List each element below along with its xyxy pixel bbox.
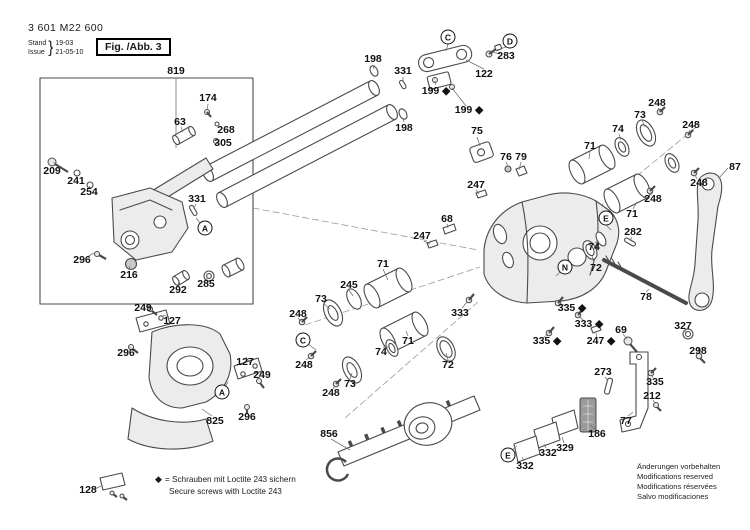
screw-333a [465, 293, 475, 304]
pin-273 [603, 377, 614, 395]
wedge-332b [513, 435, 541, 463]
washer-216 [124, 257, 138, 271]
loctite-legend: ◆= Schrauben mit Loctite 243 sichern Sec… [155, 473, 296, 498]
note-line-es: Salvo modificaciones [637, 491, 709, 501]
screw-248c [332, 378, 342, 388]
ring-285 [203, 270, 215, 282]
roller-set-center [298, 267, 456, 388]
leader-lines [53, 43, 729, 490]
issue-value: 21-05-10 [55, 49, 84, 57]
roller-set-right [568, 106, 700, 260]
clamp-ring [325, 457, 350, 482]
stand-value: 19-03 [55, 39, 74, 47]
pivot-bracket-assembly [47, 78, 245, 287]
pin-268 [214, 121, 220, 127]
guide-rail-tubes [202, 65, 408, 208]
washer-74a [385, 339, 399, 357]
legend-line2: Secure screws with Loctite 243 [169, 487, 282, 497]
plate-127b [233, 357, 263, 380]
clip-247b [426, 239, 439, 249]
washer-254 [86, 181, 94, 189]
screw-248f [690, 167, 700, 177]
clip-247a [475, 189, 488, 199]
note-line-de: Änderungen vorbehalten [637, 462, 721, 471]
plate-186 [579, 397, 597, 433]
clip-68 [442, 223, 457, 235]
cylinder-63 [172, 125, 196, 146]
washer-245 [346, 288, 362, 310]
screw-248d [656, 106, 666, 116]
pin-331 [188, 204, 198, 217]
roller-292 [172, 269, 190, 287]
screw-335a [554, 296, 564, 307]
bracket-128 [99, 472, 126, 491]
comb-strip-856 [325, 395, 481, 482]
small-roller [221, 257, 245, 278]
roller-71b [379, 311, 429, 353]
revision-brace: } [48, 38, 54, 57]
ring-72b [582, 240, 598, 260]
link-bracket [418, 43, 503, 90]
note-line-en: Modifications reserved [637, 471, 713, 481]
pin-282 [623, 237, 637, 247]
bolt-69 [623, 336, 638, 353]
screw-335d [647, 367, 657, 377]
screw-298 [695, 352, 706, 364]
document-number: 3 601 M22 600 [28, 22, 104, 34]
figure-box: Fig. /Abb. 3 [96, 38, 171, 56]
carriage-casting [483, 192, 620, 304]
roller-71c [568, 144, 616, 185]
washer-305 [212, 137, 220, 145]
modifications-note: Änderungen vorbehalten Modifications res… [637, 462, 720, 501]
screw-174 [204, 109, 212, 118]
part-79 [515, 165, 528, 177]
ring-extra [664, 153, 680, 173]
screw-296b [128, 344, 139, 354]
bracket-77 [619, 351, 649, 433]
revision-block: Stand Issue } 19-03 21-05-10 [28, 38, 103, 58]
ring-73a [322, 299, 344, 327]
washer-241 [73, 169, 81, 177]
note-line-fr: Modifications réservées [637, 481, 717, 491]
screw-249b [256, 378, 265, 389]
diamond-icon: ◆ [155, 474, 162, 484]
washer-74b [614, 137, 630, 157]
screw-296 [94, 251, 107, 260]
stop-bracket-group [465, 293, 662, 463]
screw-249a [147, 306, 158, 316]
dust-chute-assembly [99, 306, 265, 501]
support-arm [682, 172, 723, 364]
screw-333b [574, 308, 584, 319]
roller-71a [363, 267, 413, 309]
issue-label: Issue [28, 49, 45, 57]
legend-line1: = Schrauben mit Loctite 243 sichern [164, 475, 296, 484]
ring-72a [436, 336, 456, 362]
screw-248e [684, 129, 694, 139]
screw-248g [646, 185, 656, 195]
axis-lines [252, 123, 701, 419]
block-75 [469, 141, 494, 163]
screw-283 [485, 48, 497, 58]
screw-212 [653, 402, 662, 412]
washer-74c [595, 231, 607, 247]
roller-71d [603, 173, 651, 214]
threaded-rod [602, 255, 688, 305]
center-small-parts [426, 141, 528, 249]
title-block: 3 601 M22 600 Stand Issue } 19-03 21-05-… [28, 22, 103, 58]
screw-209 [47, 157, 69, 173]
stand-label: Stand [28, 39, 47, 47]
ring-73b [341, 356, 363, 384]
clip-247c [590, 324, 602, 334]
ring-73c [635, 119, 657, 147]
